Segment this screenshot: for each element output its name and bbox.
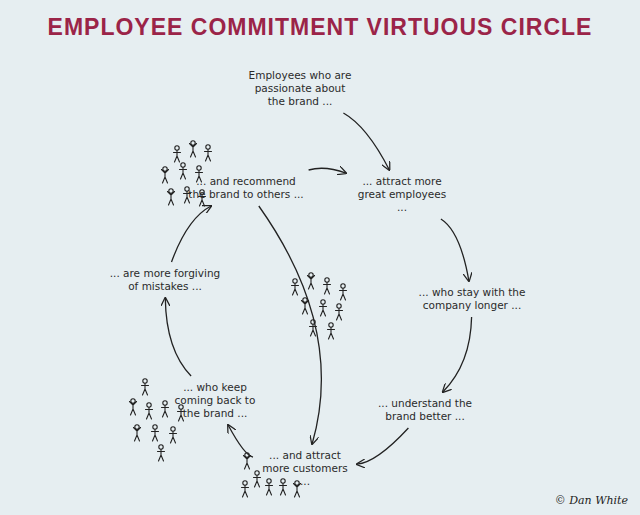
diagram-title: EMPLOYEE COMMITMENT VIRTUOUS CIRCLE xyxy=(0,14,640,41)
step-text: ... attract more great employees ... xyxy=(350,174,454,215)
copyright-note: © Dan White xyxy=(555,494,628,507)
stick-figure xyxy=(328,323,335,339)
stick-figure xyxy=(146,403,153,419)
stick-figure xyxy=(130,399,137,415)
stick-figure xyxy=(242,481,249,497)
stick-figure xyxy=(294,481,301,497)
cycle-step: ... understand the brand better ... xyxy=(373,396,477,424)
cycle-arrow xyxy=(309,168,346,173)
stick-figure xyxy=(162,167,169,183)
cycle-arrow xyxy=(259,206,322,444)
stick-figure xyxy=(280,479,287,495)
stick-figure xyxy=(170,427,177,443)
cycle-arrow xyxy=(443,317,472,392)
cycle-step: ... are more forgiving of mistakes ... xyxy=(107,266,223,294)
stick-figure xyxy=(254,471,261,487)
cycle-arrow xyxy=(343,113,389,170)
stick-figure xyxy=(205,145,212,161)
stick-figure xyxy=(340,284,347,300)
stick-figure xyxy=(168,189,175,205)
stick-figure xyxy=(180,163,187,179)
step-text: ... and attract more customers ... xyxy=(257,448,353,489)
cycle-arrow xyxy=(228,425,253,457)
cycle-arrow xyxy=(172,206,212,262)
stick-figure xyxy=(134,425,141,441)
step-text: ... who keep coming back to the brand ..… xyxy=(165,380,265,421)
stick-figure xyxy=(158,445,165,461)
cycle-arrow xyxy=(357,428,408,464)
stick-figure xyxy=(336,304,343,320)
cycle-step: ... and attract more customers ... xyxy=(257,448,353,489)
cycle-arrow xyxy=(441,219,469,281)
step-text: ... are more forgiving of mistakes ... xyxy=(107,266,223,294)
stick-figure xyxy=(266,479,273,495)
step-text: ... and recommend the brand to others ..… xyxy=(186,174,306,202)
cycle-step: ... who stay with the company longer ... xyxy=(416,285,528,313)
stick-figure xyxy=(308,273,315,289)
stick-figure xyxy=(320,300,327,316)
stick-figure xyxy=(292,279,299,295)
stick-figure xyxy=(190,141,197,157)
figure-group xyxy=(130,379,185,461)
cycle-step: Employees who are passionate about the b… xyxy=(244,68,356,109)
cycle-arrow xyxy=(165,298,191,376)
step-text: ... who stay with the company longer ... xyxy=(416,285,528,313)
step-text: Employees who are passionate about the b… xyxy=(244,68,356,109)
stick-figure xyxy=(152,425,159,441)
figure-group xyxy=(292,273,347,339)
cycle-step: ... and recommend the brand to others ..… xyxy=(186,174,306,202)
stick-figure xyxy=(324,278,331,294)
step-text: ... understand the brand better ... xyxy=(373,396,477,424)
cycle-step: ... attract more great employees ... xyxy=(350,174,454,215)
stick-figure xyxy=(174,146,181,162)
stick-figure xyxy=(142,379,149,395)
stick-figure xyxy=(162,401,169,417)
cycle-step: ... who keep coming back to the brand ..… xyxy=(165,380,265,421)
